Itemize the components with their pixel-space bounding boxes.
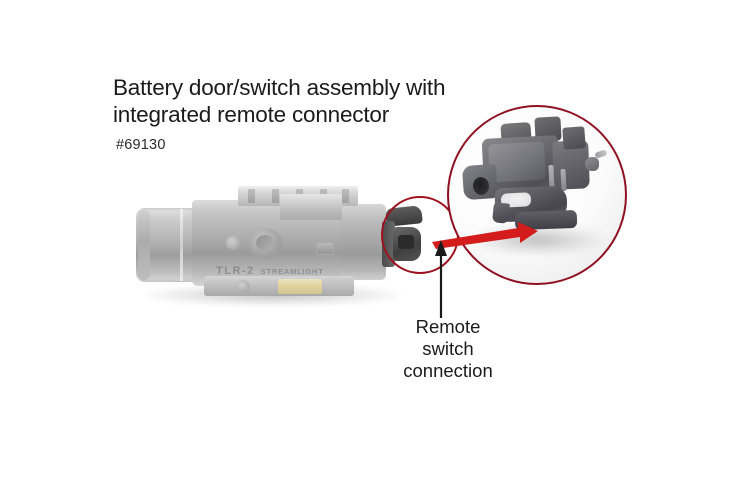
callout-caption: Remote switch connection — [388, 316, 508, 382]
bezel-emblem — [248, 228, 282, 258]
arrow-up-icon — [435, 240, 447, 318]
title-line-1: Battery door/switch assembly with — [113, 75, 446, 100]
tail-block — [326, 277, 352, 295]
part-right-tab — [562, 126, 586, 150]
part-contact-pin — [560, 168, 567, 192]
emblem-inner — [256, 235, 274, 251]
rail-notch — [272, 189, 279, 203]
caption-line-2: switch — [422, 338, 474, 359]
bezel-ring — [180, 209, 183, 281]
flashlight-lens — [138, 210, 150, 280]
rail-clamp-block — [280, 194, 342, 220]
part-side-nub — [585, 157, 599, 171]
part-wire-stub — [594, 149, 608, 159]
title-line-2: integrated remote connector — [113, 102, 390, 127]
laser-lens — [278, 279, 322, 294]
caption-line-1: Remote — [415, 316, 481, 337]
part-main-face — [488, 141, 546, 183]
product-branding: TLR-2 STREAMLIGHT — [216, 265, 324, 277]
side-port — [316, 242, 334, 255]
product-model-text: TLR-2 — [216, 265, 255, 277]
product-maker-text: STREAMLIGHT — [260, 267, 324, 276]
part-hook-tip — [491, 202, 511, 224]
caption-line-3: connection — [403, 360, 493, 381]
flashlight-bezel — [136, 208, 198, 282]
adjustment-knob — [226, 236, 240, 250]
rail-notch — [248, 189, 255, 203]
page-title: Battery door/switch assembly with integr… — [113, 74, 513, 128]
part-number: #69130 — [116, 137, 166, 153]
arrow-right-icon — [432, 222, 538, 249]
magnified-inset — [447, 105, 627, 285]
rail-notch — [342, 189, 349, 203]
laser-adjust-dial — [236, 280, 250, 293]
flashlight-rear-body — [340, 204, 386, 280]
